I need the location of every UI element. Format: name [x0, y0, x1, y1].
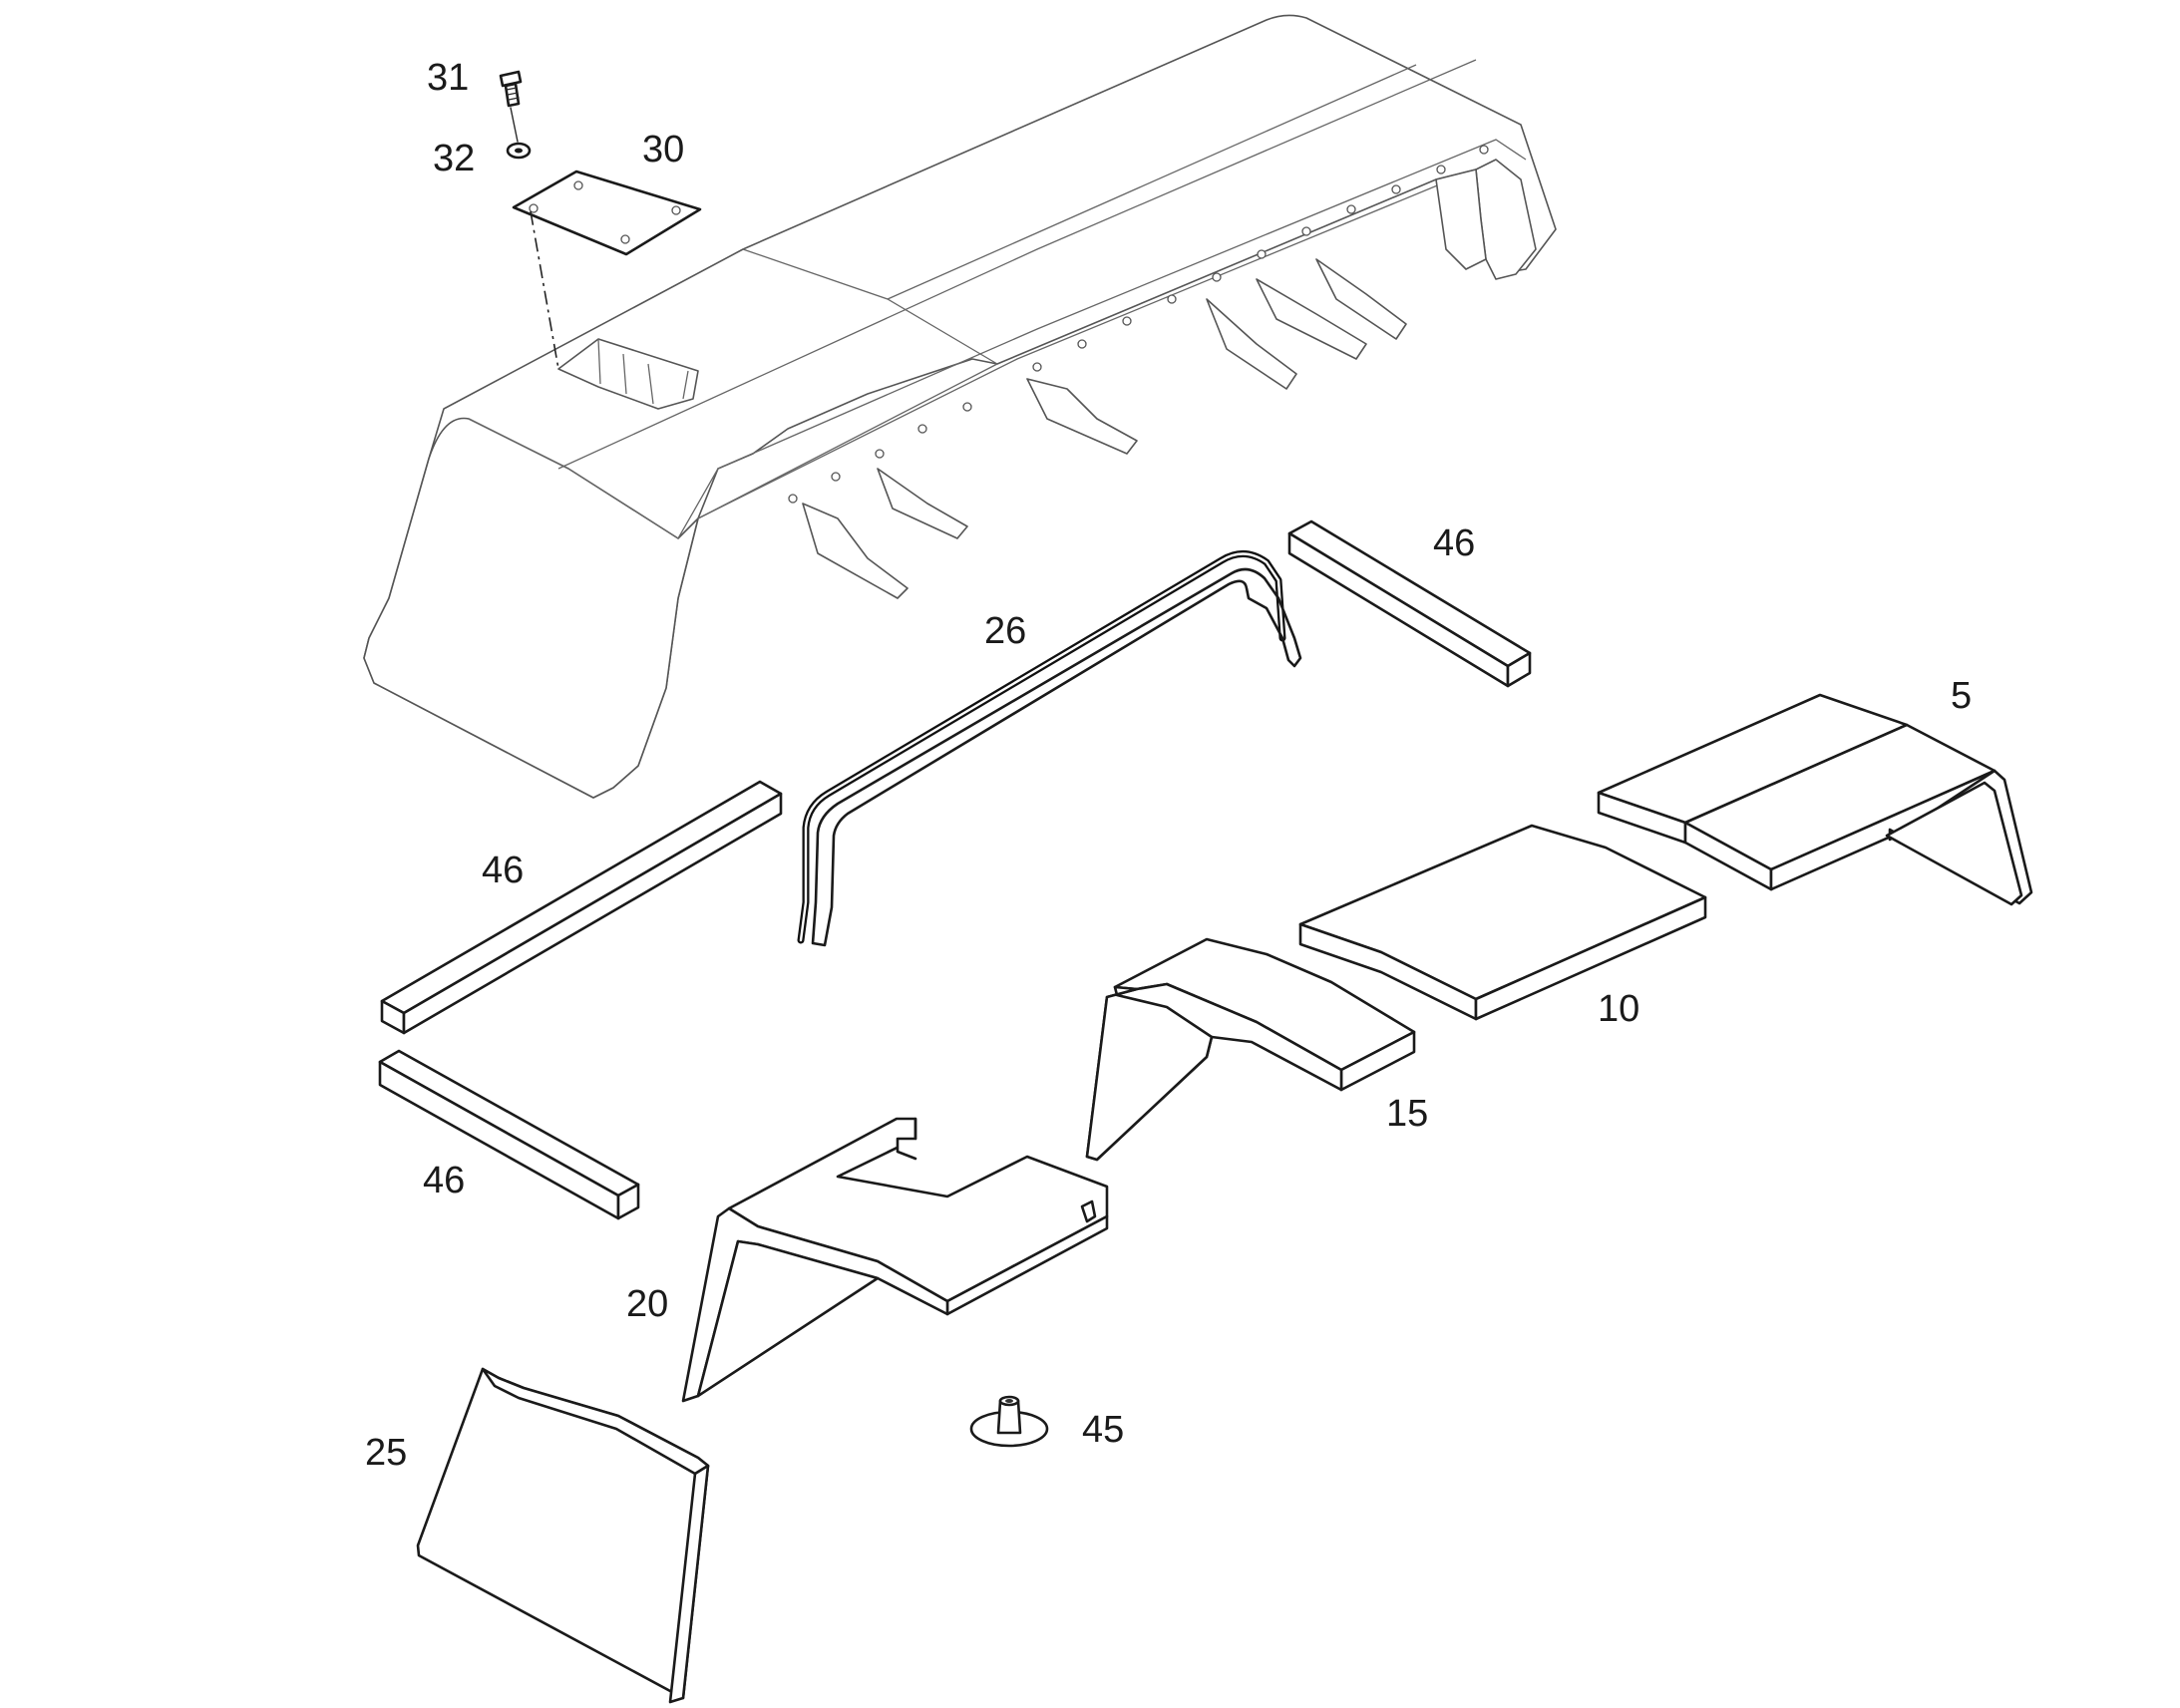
hood-rail-holes — [788, 145, 1489, 504]
panel-10 — [1298, 824, 1707, 1021]
callout-5: 5 — [1951, 675, 1972, 717]
cover-plate-30 — [512, 170, 702, 256]
gasket-26 — [797, 550, 1302, 947]
foam-strip-46-c — [378, 1049, 640, 1220]
callout-46-a: 46 — [1433, 522, 1475, 564]
washer-32 — [506, 107, 532, 160]
callout-20: 20 — [626, 1283, 668, 1325]
callout-45: 45 — [1082, 1409, 1124, 1451]
callout-25: 25 — [365, 1432, 407, 1474]
assembly-centerline — [530, 210, 559, 370]
callout-32: 32 — [433, 138, 475, 179]
callout-labels: 31 32 30 46 26 5 46 10 15 46 20 45 25 — [365, 57, 1972, 1474]
callout-31: 31 — [427, 57, 469, 99]
hood-assembly — [363, 14, 1557, 799]
panel-25 — [416, 1367, 710, 1704]
panel-20 — [681, 1117, 1109, 1403]
panel-15 — [1085, 937, 1416, 1162]
foam-strip-46-b — [380, 780, 783, 1035]
callout-10: 10 — [1598, 988, 1639, 1030]
foam-strip-46-a — [1287, 519, 1532, 688]
spacer-45 — [969, 1395, 1049, 1448]
callout-30: 30 — [642, 129, 684, 171]
panel-5 — [1597, 693, 2033, 906]
callout-15: 15 — [1386, 1093, 1428, 1135]
callout-26: 26 — [984, 610, 1026, 652]
screw-31 — [499, 70, 523, 108]
callout-46-c: 46 — [423, 1160, 465, 1201]
callout-46-b: 46 — [482, 850, 524, 891]
hood-brackets — [802, 258, 1407, 599]
